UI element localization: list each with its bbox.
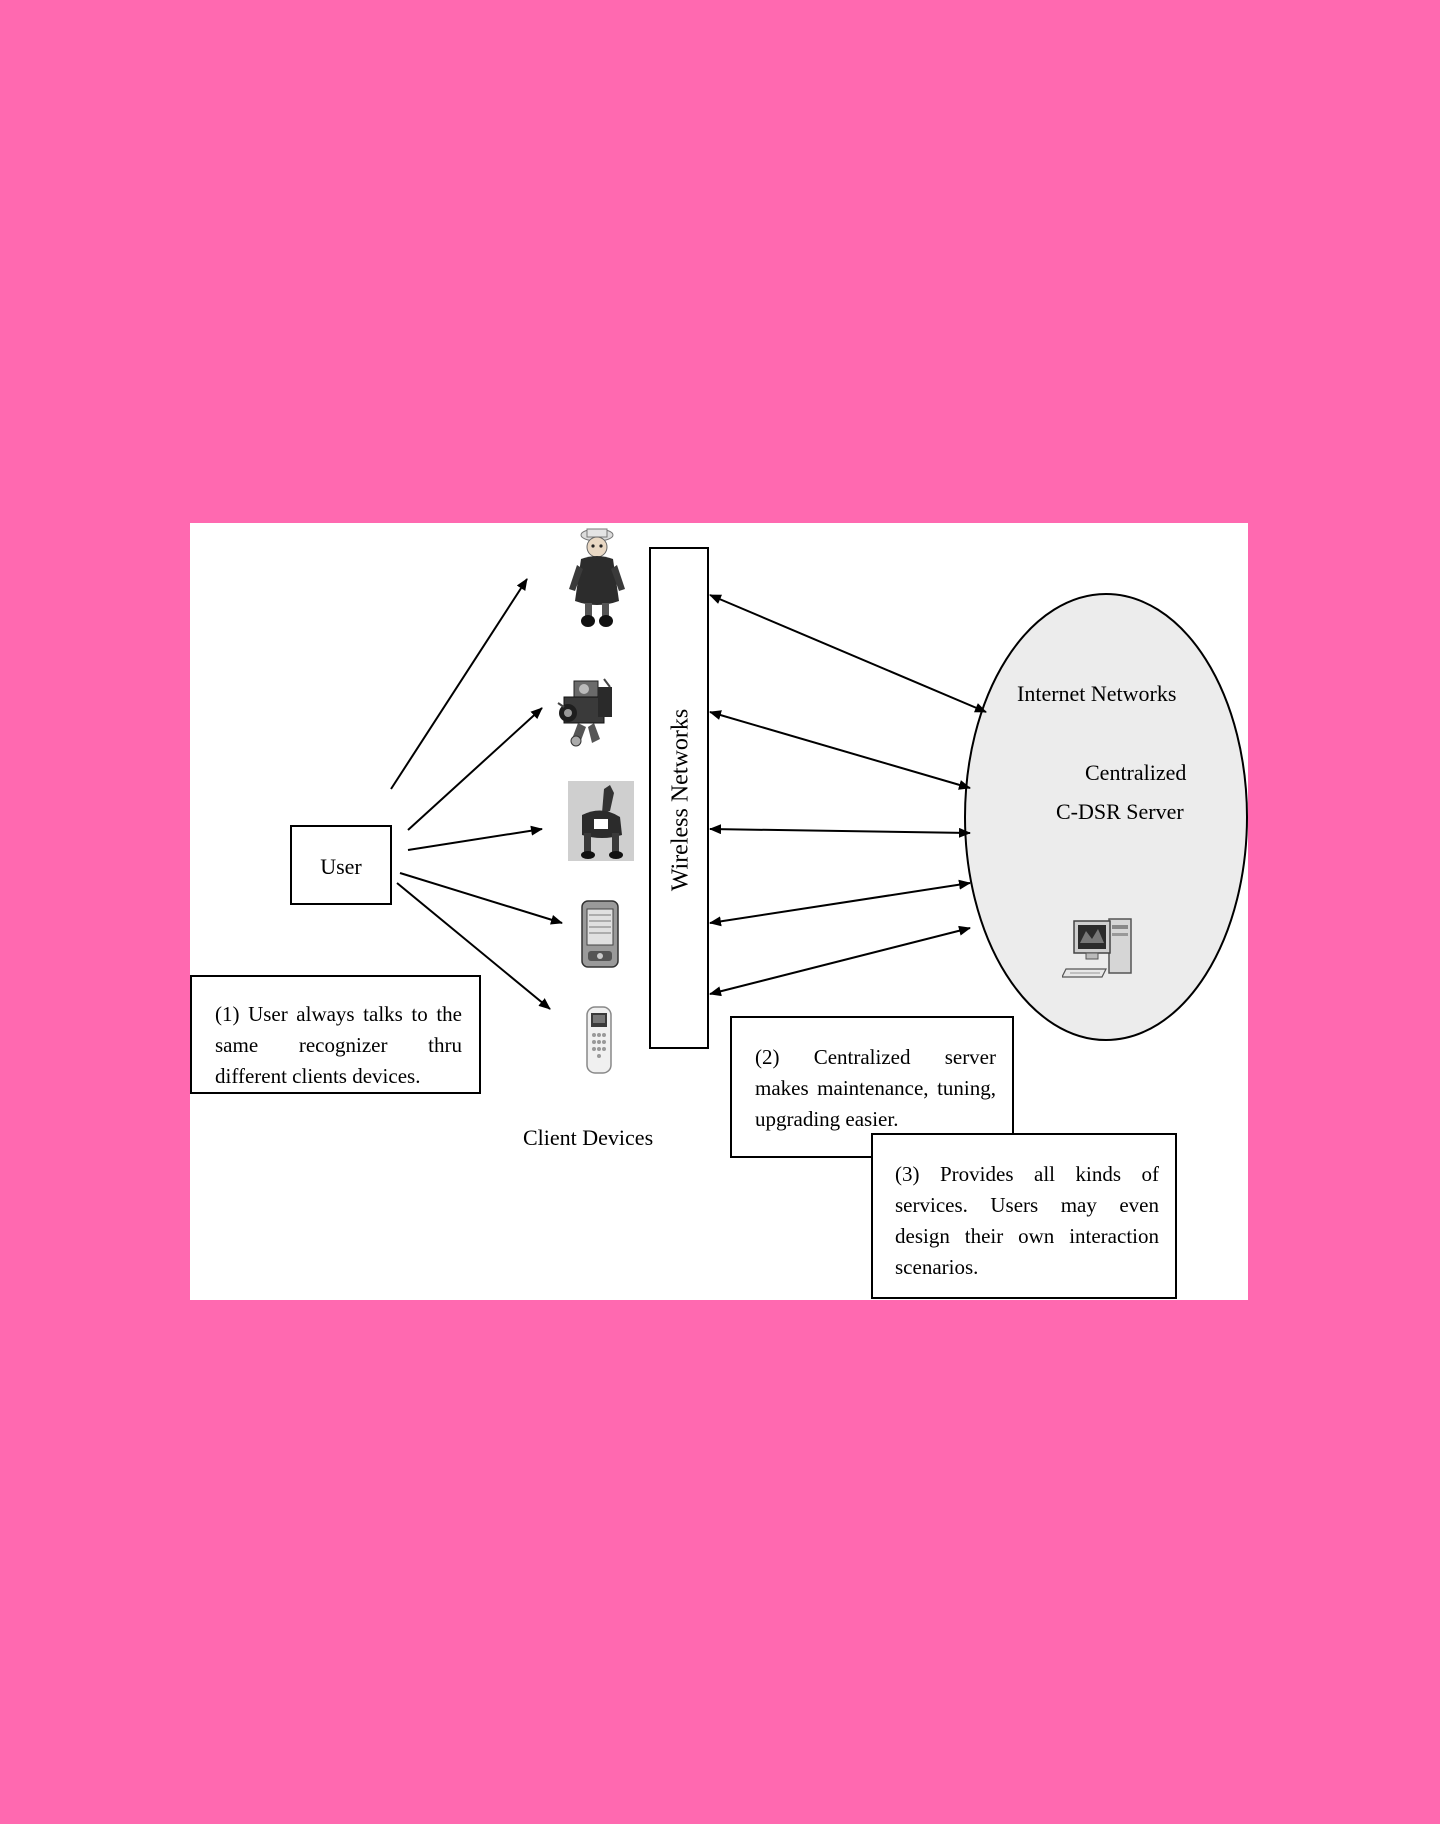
note-1-box: (1) User always talks to the same recogn…: [190, 975, 481, 1094]
note-3-text: (3) Provides all kinds of services. User…: [895, 1162, 1159, 1279]
arrow-user-to-pda: [399, 872, 563, 925]
arrow-user-to-phone: [396, 882, 551, 1010]
link-wireless-server-1: [709, 594, 987, 713]
mobile-phone-icon: [584, 1005, 614, 1075]
desktop-computer-icon: [1061, 913, 1136, 985]
client-devices-label: Client Devices: [523, 1125, 654, 1150]
note-1-text: (1) User always talks to the same recogn…: [215, 1002, 462, 1088]
arrow-user-to-humanoid: [390, 578, 528, 790]
diagram-canvas: Wireless Networks User (1) User always t…: [190, 523, 1248, 1300]
robot-dog-icon: [568, 781, 634, 861]
link-wireless-server-3: [709, 824, 971, 838]
humanoid-robot-icon: [567, 525, 627, 631]
arrow-user-to-robot-dog: [407, 825, 543, 851]
link-wireless-server-5: [709, 925, 971, 997]
diagram-connectors: [390, 578, 1248, 1041]
user-label: User: [320, 854, 362, 879]
wireless-networks-label: Wireless Networks: [667, 708, 694, 892]
note-3-box: (3) Provides all kinds of services. User…: [871, 1133, 1177, 1299]
note-2-text: (2) Centralized server makes maintenance…: [755, 1045, 996, 1131]
server-label-line2: C-DSR Server: [1056, 799, 1184, 824]
lego-robot-icon: [554, 673, 618, 749]
link-wireless-server-4: [709, 879, 971, 927]
server-ellipse: [964, 593, 1248, 1041]
wireless-networks-box: Wireless Networks: [649, 547, 709, 1049]
arrow-user-to-lego-robot: [407, 707, 543, 831]
internet-networks-label: Internet Networks: [1017, 681, 1177, 706]
user-box: User: [290, 825, 392, 905]
link-wireless-server-2: [709, 710, 971, 790]
server-label-line1: Centralized: [1085, 760, 1187, 785]
pda-icon: [580, 899, 620, 969]
